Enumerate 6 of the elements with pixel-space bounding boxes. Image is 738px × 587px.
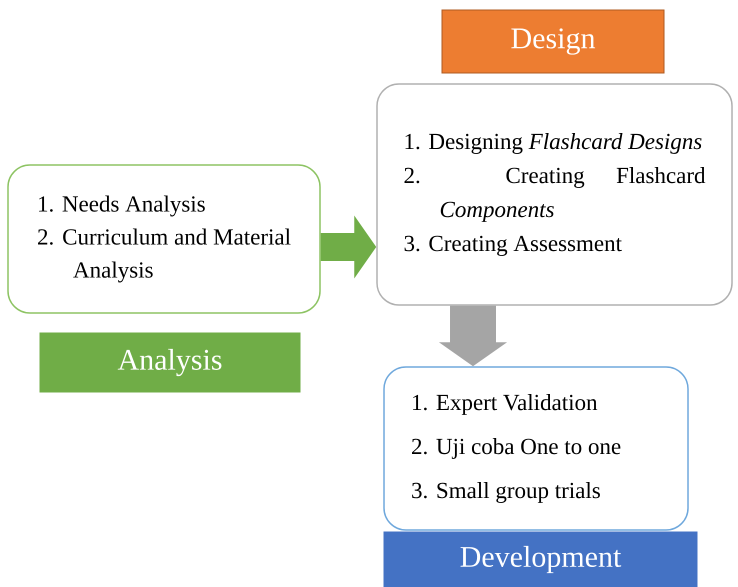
heading-band: Development bbox=[384, 532, 698, 587]
list-box: 1. Designing Flashcard Designs 2. Creating Flashcard Components 3. Creating Assessment bbox=[376, 83, 733, 306]
heading-band: Analysis bbox=[40, 332, 300, 392]
list-box: 1. Needs Analysis 2. Curriculum and Material Analysis bbox=[7, 164, 321, 314]
list-box: 1. Expert Validation 2. Uji coba One to one 3. Small group trials bbox=[383, 366, 689, 531]
heading-band: Design bbox=[442, 10, 664, 74]
